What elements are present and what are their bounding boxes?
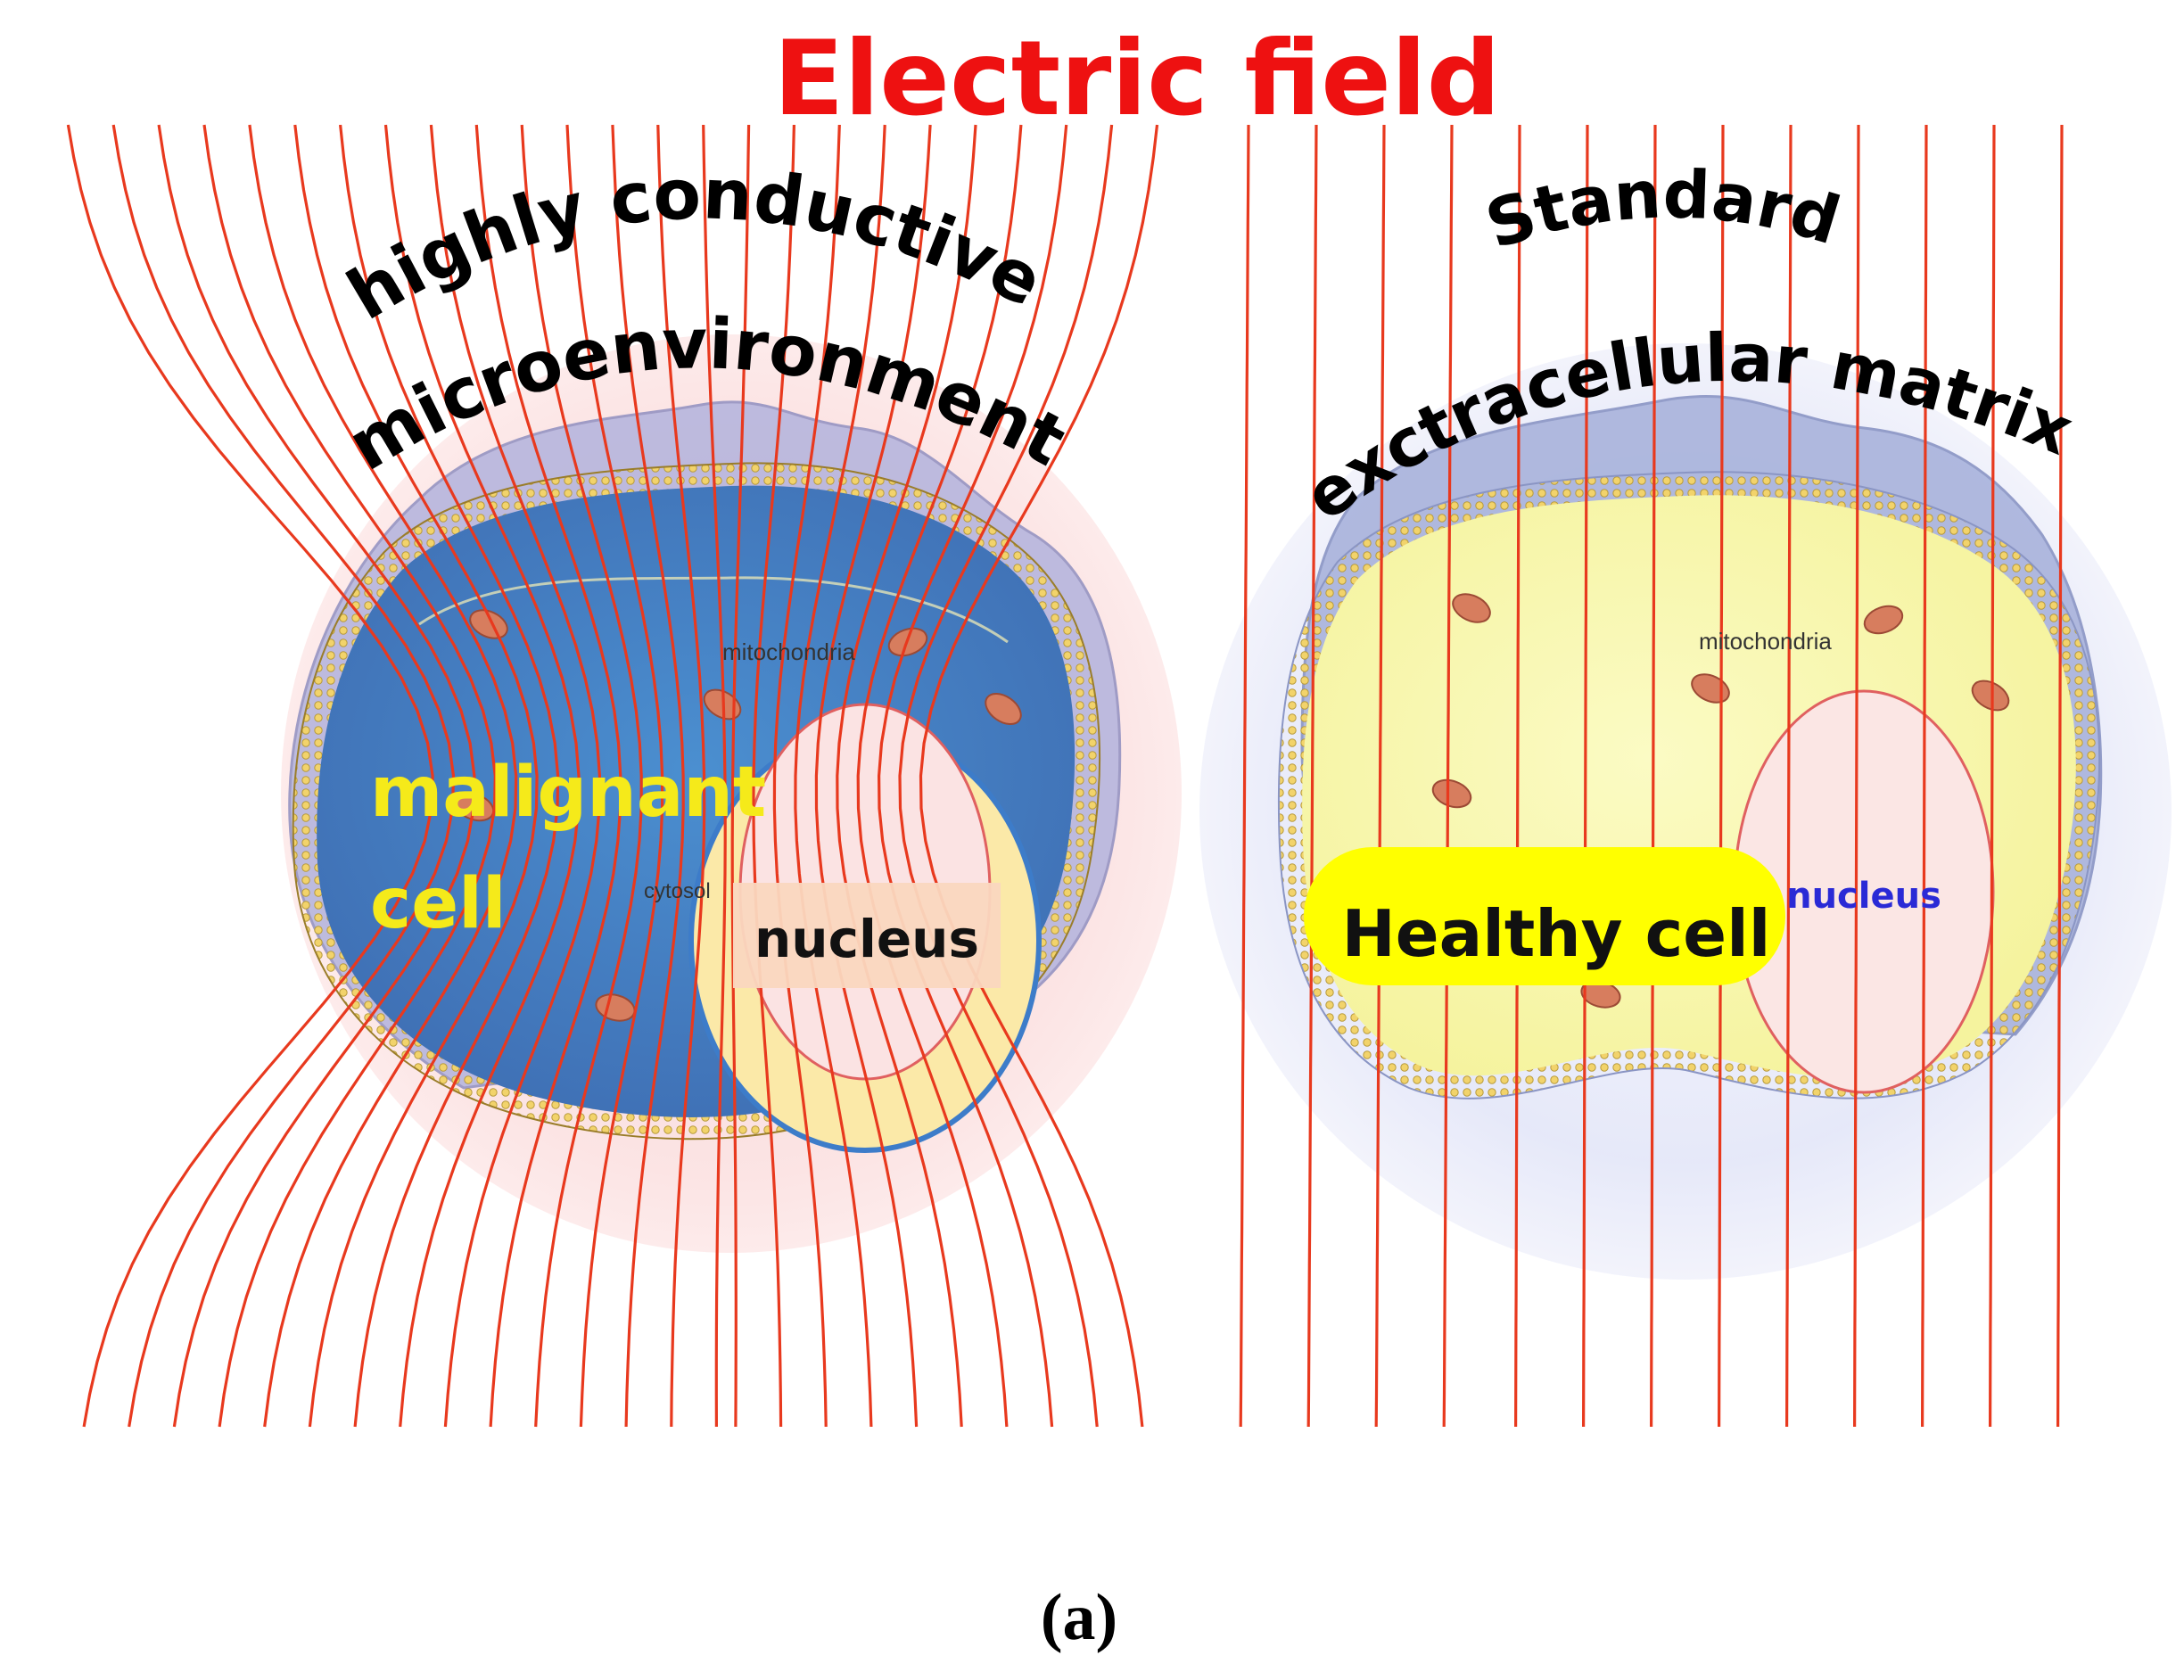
malignant-cell-label-line1: malignant [370, 753, 766, 833]
field-line [1582, 124, 1589, 1428]
field-line [293, 124, 539, 1428]
field-line [1853, 124, 1860, 1428]
field-line [339, 124, 560, 1428]
field-line [2056, 124, 2064, 1428]
healthy-cell-label-bg [1304, 847, 1785, 985]
field-line [1785, 124, 1793, 1428]
field-line [111, 124, 456, 1428]
field-line [429, 124, 602, 1428]
field-line [1650, 124, 1657, 1428]
field-line [1989, 124, 1996, 1428]
mitochondrion [985, 692, 1022, 726]
field-line [520, 124, 643, 1428]
field-line [565, 124, 664, 1428]
field-line [611, 124, 685, 1428]
field-line [794, 124, 886, 1428]
field-line [752, 124, 795, 1428]
field-line [248, 124, 518, 1428]
healthy-cell-label: Healthy cell [1342, 896, 1771, 971]
field-line [656, 124, 706, 1428]
field-line [202, 124, 497, 1428]
field-line [157, 124, 476, 1428]
field-line [383, 124, 581, 1428]
field-line [898, 124, 1114, 1428]
mitochondrion [1691, 673, 1730, 704]
figure-title: Electric field [773, 19, 1500, 139]
malignant-cell-label-line2: cell [370, 864, 507, 944]
malignant-nucleus-label: nucleus [754, 909, 979, 969]
field-line [856, 124, 1023, 1428]
field-line [836, 124, 977, 1428]
healthy-mitochondria-label: mitochondria [1699, 628, 1832, 655]
field-line [1239, 124, 1250, 1428]
field-line [474, 124, 622, 1428]
field-line [702, 124, 727, 1428]
malignant-mitochondria-label: mitochondria [722, 638, 855, 665]
mitochondrion [1452, 593, 1491, 623]
field-line [772, 124, 841, 1428]
field-line [66, 124, 434, 1428]
malignant-nucleus-label-bg [733, 883, 1001, 988]
field-line [730, 124, 751, 1428]
healthy-nucleus-label: nucleus [1786, 876, 1941, 917]
mitochondrion [1971, 679, 2010, 712]
field-line [919, 124, 1159, 1428]
field-line [1306, 124, 1318, 1428]
field-line [1718, 124, 1725, 1428]
field-line [1514, 124, 1521, 1428]
cytosol-label: cytosol [644, 879, 711, 903]
malignant-inner-membrane-line [418, 576, 1009, 644]
field-line [814, 124, 932, 1428]
healthy-arc-label-1: Standard [1477, 156, 1848, 264]
field-line [1442, 124, 1454, 1428]
field-line [1921, 124, 1928, 1428]
mitochondrion [1863, 605, 1904, 635]
electric-field-lines [66, 124, 2064, 1428]
mitochondrion [469, 609, 508, 639]
panel-label: (a) [1041, 1581, 1117, 1654]
field-line [1374, 124, 1386, 1428]
field-line [877, 124, 1068, 1428]
